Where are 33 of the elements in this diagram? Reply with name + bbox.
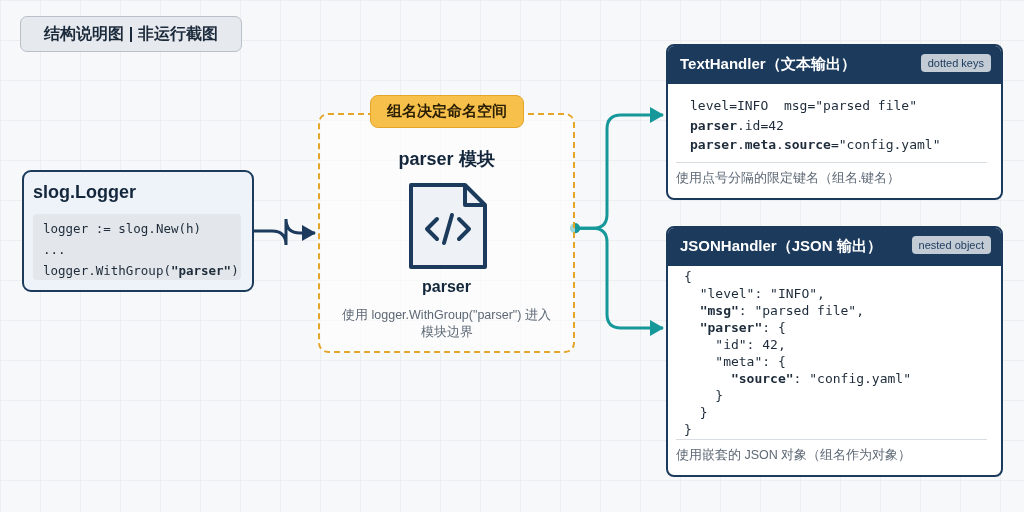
code-line: "meta": { [714, 354, 786, 369]
code-line: "parser": { [698, 320, 786, 335]
card-title: JSONHandler（JSON 输出） [680, 237, 882, 256]
code-line: level=INFO msg="parsed file" [690, 98, 917, 113]
tag-label: dotted keys [920, 54, 991, 72]
caption-badge: 结构说明图 | 非运行截图 [20, 16, 242, 52]
code-line: "msg": "parsed file", [698, 303, 865, 318]
module-title: parser 模块 [397, 148, 496, 171]
code-line: "level": "INFO", [698, 286, 825, 301]
footnote: 使用点号分隔的限定键名（组名.键名） [676, 162, 987, 187]
tag-label: nested object [911, 236, 991, 254]
code-line: } [684, 422, 692, 437]
code-line: logger := slog.New(h) [43, 221, 202, 236]
arrow [570, 223, 664, 336]
handler-card [666, 44, 1003, 200]
footnote: 使用嵌套的 JSON 对象（组名作为对象） [676, 439, 987, 464]
card-title: slog.Logger [33, 182, 136, 203]
code-line: parser.meta.source="config.yaml" [690, 137, 941, 152]
code-line: "id": 42, [714, 337, 786, 352]
code-line: "source": "config.yaml" [729, 371, 911, 386]
arrow [254, 217, 316, 247]
code-line: parser.id=42 [690, 117, 784, 133]
card-title: TextHandler（文本输出） [680, 55, 856, 74]
file-name: parser [421, 278, 472, 296]
handler-card [666, 226, 1003, 477]
code-line: logger.WithGroup("parser") [43, 263, 239, 278]
component-card [22, 170, 254, 292]
code-line: } [714, 388, 724, 403]
tag-label: 组名决定命名空间 [369, 95, 524, 128]
module-caption: 使用 logger.WithGroup("parser") 进入模块边界 [341, 307, 552, 341]
code-line: ... [43, 242, 66, 257]
code-line: } [698, 405, 708, 420]
code-line: { [684, 269, 692, 284]
